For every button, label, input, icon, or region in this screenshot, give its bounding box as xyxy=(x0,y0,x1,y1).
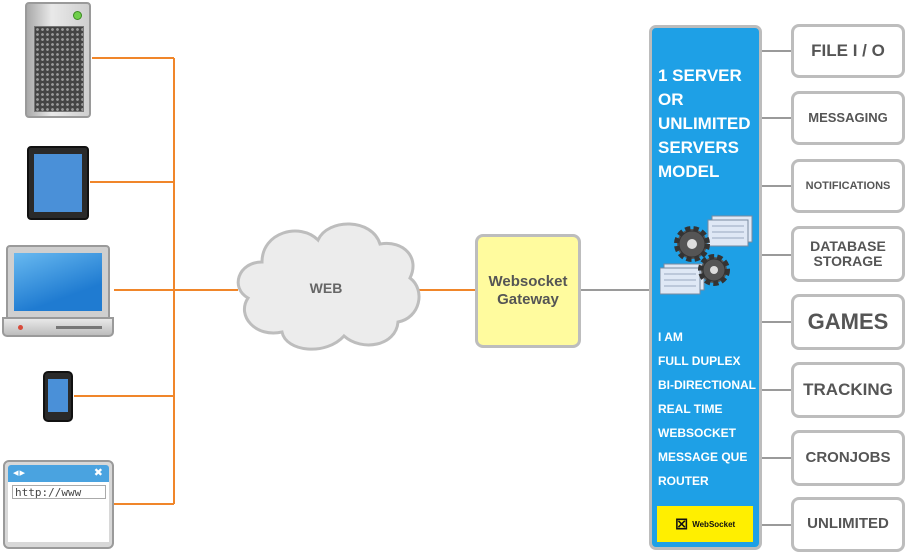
server-panel: 1 SERVER OR UNLIMITED SERVERS MODEL I AM FULL… xyxy=(649,25,762,550)
server-feature-item: BI-DIRECTIONAL xyxy=(658,378,756,392)
server-feature-item: WEBSOCKET xyxy=(658,426,736,440)
server-title-line: OR xyxy=(658,90,684,109)
service-box-unlimited: UNLIMITED xyxy=(791,497,905,552)
server-title-line: MODEL xyxy=(658,162,720,181)
server-title: 1 SERVER OR UNLIMITED SERVERS MODEL xyxy=(658,64,762,184)
service-box-messaging: MESSAGING xyxy=(791,91,905,145)
websocket-logo: ⊠ WebSocket xyxy=(657,506,753,542)
server-title-line: UNLIMITED xyxy=(658,114,751,133)
service-box-tracking: TRACKING xyxy=(791,362,905,418)
server-title-line: SERVERS xyxy=(658,138,739,157)
web-cloud xyxy=(236,222,421,351)
server-feature-item: ROUTER xyxy=(658,474,709,488)
server-feature-item: I AM xyxy=(658,330,683,344)
server-feature-item: FULL DUPLEX xyxy=(658,354,741,368)
tablet-icon xyxy=(27,146,89,220)
service-box-cronjobs: CRONJOBS xyxy=(791,430,905,486)
server-feature-item: REAL TIME xyxy=(658,402,723,416)
laptop-icon xyxy=(2,245,114,339)
nav-arrows-icon: ◂▸ xyxy=(13,467,27,479)
browser-window-icon: ◂▸ ✖ http://www xyxy=(3,460,114,549)
smartphone-icon xyxy=(43,371,73,422)
service-box-database-storage: DATABASE STORAGE xyxy=(791,226,905,282)
websocket-logo-text: WebSocket xyxy=(692,519,736,529)
close-icon: ✖ xyxy=(93,467,103,479)
service-box-games: GAMES xyxy=(791,294,905,350)
server-tower-icon xyxy=(25,2,91,118)
url-field: http://www xyxy=(12,485,106,499)
server-title-line: 1 SERVER xyxy=(658,66,742,85)
service-box-file-i-o: FILE I / O xyxy=(791,24,905,78)
service-box-notifications: NOTIFICATIONS xyxy=(791,159,905,213)
gears-documents-icon xyxy=(660,215,753,295)
browser-titlebar: ◂▸ ✖ xyxy=(8,465,109,482)
websocket-logo-icon: ⊠ xyxy=(674,516,689,533)
gateway-label: Websocket Gateway xyxy=(488,273,568,308)
server-features: I AM FULL DUPLEX BI-DIRECTIONAL REAL TIME WE… xyxy=(658,325,756,493)
server-feature-item: MESSAGE QUE xyxy=(658,450,748,464)
power-led xyxy=(73,11,82,20)
web-label: WEB xyxy=(309,280,343,296)
tower-vent xyxy=(34,26,84,112)
websocket-gateway-box: Websocket Gateway xyxy=(475,234,581,348)
